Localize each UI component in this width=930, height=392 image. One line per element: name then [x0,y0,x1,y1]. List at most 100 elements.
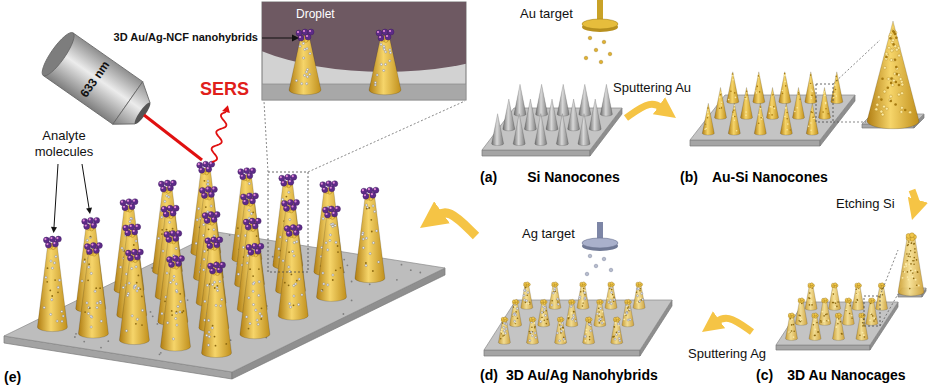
nanoparticle [90,272,92,274]
nanoparticle [225,343,227,345]
molecule-highlight [169,263,171,265]
nanoparticle [322,218,324,220]
nanoparticle [876,103,879,106]
molecule-highlight [207,167,209,169]
nanoparticle [862,325,864,327]
nanoparticle [913,263,915,265]
nanocone [600,84,612,116]
molecule-highlight [136,225,138,227]
nanoparticle [556,332,558,334]
surface-particle [83,341,85,343]
analyte-molecule [96,243,102,249]
nanocone [715,88,727,120]
molecule-highlight [247,194,249,196]
nanoparticle [207,183,209,185]
nanoparticle [279,236,281,238]
nanoparticle [582,305,584,307]
nanoparticle [141,296,143,298]
nanoparticle [295,80,297,82]
nanoparticle [610,303,612,305]
nanoparticle [57,291,59,293]
nanoparticle [797,92,799,94]
nanoparticle [851,318,853,320]
nanoparticle [708,115,710,117]
nanoparticle [95,287,97,289]
nanoparticle [782,90,784,92]
molecule-highlight [241,175,243,177]
surface-particle [347,264,349,266]
nanoparticle [500,338,502,340]
nanoparticle [902,277,904,279]
nanoparticle [362,247,364,249]
nanoparticle [501,328,503,330]
nanoparticle [90,326,92,328]
nanoparticle [332,279,334,281]
nanoparticle [87,312,89,314]
molecule-highlight [85,224,87,226]
nanoparticle [175,283,177,285]
nanoparticle [832,291,834,293]
molecule-highlight [126,251,128,253]
nanoparticle [784,81,786,83]
nanoparticle [260,318,262,320]
nanoparticle [907,245,909,247]
nanoparticle [290,306,292,308]
nanoparticle [385,51,387,53]
nanoparticle [195,242,197,244]
analyte-molecule [161,206,167,212]
nanoparticle [322,272,324,274]
nanoparticle [305,71,307,73]
nanoparticle [864,336,866,338]
nanoparticle [627,299,630,302]
nanoparticle [136,282,138,284]
nanoparticle [890,77,893,80]
nanoparticle [516,308,518,310]
panel-c-figure [776,233,926,350]
nanoparticle [304,48,306,50]
nanoparticle [61,310,63,312]
nanoparticle [590,330,592,332]
droplet [262,2,466,72]
nanoparticle [785,107,787,109]
analyte-molecule [125,250,131,256]
molecule-highlight [250,219,252,221]
molecule-highlight [161,187,163,189]
nanocone [535,114,547,146]
nanoparticle [246,316,248,318]
nanoparticle [286,196,288,198]
nanoparticle [640,288,642,290]
nanoparticle [834,93,836,95]
arrowhead [86,208,92,214]
surface-particle [157,323,159,325]
nanoparticle [557,301,559,303]
nanoparticle [732,75,734,77]
nanoparticle [250,213,252,215]
nanoparticle [855,302,857,304]
nanoparticle [337,251,339,253]
surface-particle [419,272,421,274]
analyte-molecule [176,230,182,236]
nanoparticle [841,333,843,335]
nanoparticle [575,320,577,322]
analyte-molecule [308,29,314,35]
nanoparticle [870,313,872,315]
nanoparticle [374,82,376,84]
nanoparticle [887,87,890,90]
nanoparticle [557,298,559,300]
panel-e-figure [4,101,465,379]
nanoparticle [833,293,835,295]
nanoparticle [524,290,526,292]
nanoparticle [758,122,760,124]
step-label: Sputtering Ag [688,346,766,362]
nanoparticle [793,331,795,333]
nanoparticle [526,282,529,285]
nanocone [119,259,149,345]
nanoparticle [624,314,626,316]
nanoparticle [207,344,209,346]
nanoparticle [535,337,537,339]
nanoparticle [913,243,915,245]
nanoparticle [914,248,916,250]
molecule-highlight [83,219,85,221]
nanoparticle [908,241,910,243]
nanoparticle [172,279,174,281]
